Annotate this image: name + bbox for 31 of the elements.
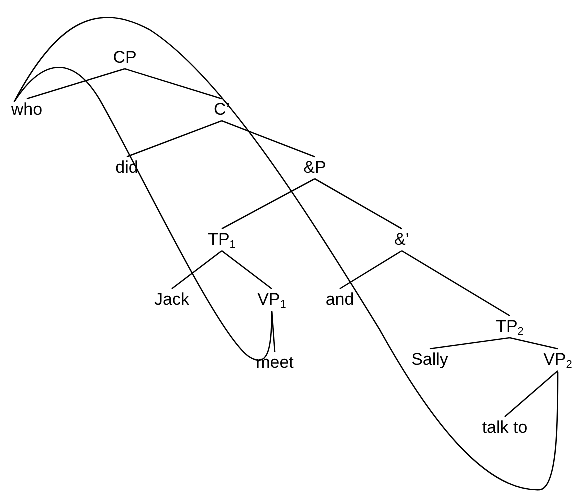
syntax-node-label: and — [326, 290, 354, 310]
syntax-node-label: Sally — [412, 350, 448, 370]
tree-branch-line — [222, 250, 272, 290]
syntax-node-label: CP — [113, 48, 137, 68]
movement-curve — [14, 17, 559, 491]
syntax-node-label: VP$_{2}$ — [544, 350, 572, 370]
movement-curve — [14, 67, 273, 361]
tree-branch-line — [124, 68, 222, 100]
tree-branch-line — [222, 120, 316, 158]
tree-branch-line — [402, 250, 510, 317]
tree-branch-line — [172, 250, 222, 290]
syntax-node-label: talk to — [482, 418, 528, 438]
syntax-node-label: Jack — [154, 290, 190, 310]
tree-branch-line — [504, 370, 558, 418]
tree-branch-line — [314, 178, 402, 230]
tree-branch-line — [26, 68, 126, 100]
syntax-node-label: did — [116, 158, 138, 178]
syntax-node-label: VP$_{1}$ — [258, 290, 286, 310]
syntax-node-label: &’ — [394, 230, 410, 250]
tree-branch-line — [340, 250, 402, 290]
syntax-node-label: who — [11, 100, 43, 120]
tree-branch-line — [430, 337, 510, 350]
tree-branch-line — [222, 178, 316, 230]
tree-branch-line — [126, 120, 222, 158]
syntax-node-label: meet — [256, 353, 294, 373]
tree-branch-line — [271, 310, 276, 352]
syntax-node-label: TP$_{1}$ — [208, 230, 236, 250]
syntax-node-label: C’ — [214, 100, 230, 120]
syntax-node-label: TP$_{2}$ — [496, 317, 524, 337]
syntax-node-label: &P — [304, 158, 326, 178]
tree-branch-line — [510, 337, 558, 350]
